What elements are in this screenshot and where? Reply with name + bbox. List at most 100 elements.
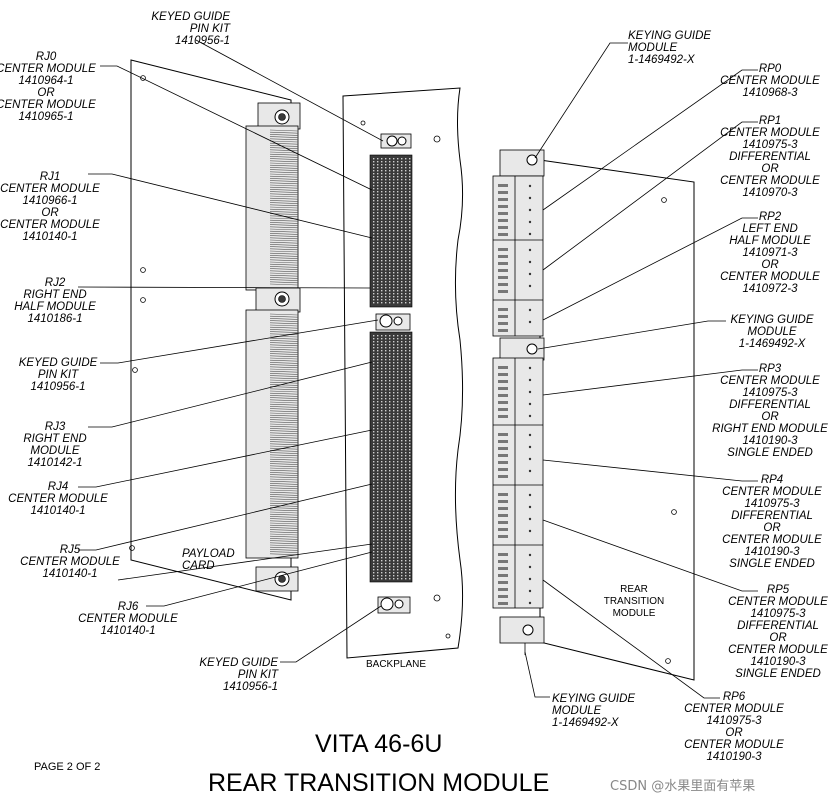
label-rp2-line: LEFT END bbox=[742, 223, 798, 235]
label-rp6-line: 1410190-3 bbox=[707, 751, 763, 763]
label-rp5-line: CENTER MODULE bbox=[728, 596, 828, 608]
rtm-lower-connector bbox=[492, 357, 544, 609]
label-rtm-line: MODULE bbox=[613, 608, 656, 619]
label-keying-top-line: KEYING GUIDE bbox=[628, 30, 711, 42]
label-rj1-line: CENTER MODULE bbox=[0, 219, 100, 231]
label-rp5-line: DIFFERENTIAL bbox=[737, 620, 819, 632]
label-rj1-line: OR bbox=[41, 207, 58, 219]
label-rj4-line: 1410140-1 bbox=[31, 505, 86, 517]
label-rp3-line: DIFFERENTIAL bbox=[729, 399, 811, 411]
label-rp1-line: DIFFERENTIAL bbox=[729, 151, 811, 163]
label-rj0-line: 1410965-1 bbox=[19, 111, 74, 123]
label-rp1-line: RP1 bbox=[759, 115, 781, 127]
label-keyed-top-line: PIN KIT bbox=[190, 23, 231, 35]
label-rp6-line: CENTER MODULE bbox=[684, 739, 784, 751]
label-rj1-line: 1410140-1 bbox=[23, 231, 78, 243]
label-rp1-line: 1410970-3 bbox=[743, 187, 799, 199]
label-rp4-line: SINGLE ENDED bbox=[729, 558, 815, 570]
label-keying-top-line: MODULE bbox=[628, 42, 678, 54]
label-keying-bottom-line: KEYING GUIDE bbox=[552, 693, 635, 705]
label-keying-bottom-line: MODULE bbox=[552, 705, 602, 717]
rear-transition-module bbox=[492, 149, 695, 681]
label-rp5-line: 1410190-3 bbox=[751, 656, 807, 668]
leader-lines bbox=[77, 39, 758, 699]
label-keying-mid-line: MODULE bbox=[747, 326, 797, 338]
label-keyed-mid-line: 1410956-1 bbox=[31, 381, 86, 393]
label-rj1-line: RJ1 bbox=[40, 171, 60, 183]
label-rp4-line: CENTER MODULE bbox=[722, 534, 822, 546]
label-rp5-line: RP5 bbox=[767, 584, 790, 596]
label-rp1-line: CENTER MODULE bbox=[720, 175, 820, 187]
label-rj0-line: RJ0 bbox=[36, 51, 57, 63]
label-rp4-line: OR bbox=[763, 522, 780, 534]
title-line-1: VITA 46-6U bbox=[315, 730, 442, 758]
label-rp2-line: RP2 bbox=[759, 211, 782, 223]
backplane-top-keyed-pin bbox=[380, 133, 412, 149]
backplane-bottom-keyed-pin bbox=[377, 596, 411, 614]
label-keyed-top-line: KEYED GUIDE bbox=[151, 11, 230, 23]
label-payload-line: PAYLOAD bbox=[182, 548, 235, 560]
label-rp0-line: RP0 bbox=[759, 63, 782, 75]
label-rp4-line: DIFFERENTIAL bbox=[731, 510, 813, 522]
backplane-label: BACKPLANE bbox=[366, 659, 426, 670]
payload-card bbox=[129, 59, 301, 601]
label-rj0-line: CENTER MODULE bbox=[0, 63, 96, 75]
label-rp5-line: OR bbox=[769, 632, 786, 644]
label-rj3-line: MODULE bbox=[30, 445, 80, 457]
label-rp1-line: OR bbox=[761, 163, 778, 175]
label-rp3-line: OR bbox=[761, 411, 778, 423]
label-rp3-line: RIGHT END MODULE bbox=[712, 423, 828, 435]
label-rp3-line: CENTER MODULE bbox=[720, 375, 820, 387]
label-rp6-line: 1410975-3 bbox=[707, 715, 763, 727]
label-rp3-line: RP3 bbox=[759, 363, 782, 375]
label-keyed-bottom-line: PIN KIT bbox=[238, 669, 279, 681]
label-rj0-line: CENTER MODULE bbox=[0, 99, 96, 111]
backplane bbox=[342, 87, 464, 659]
label-rp3-line: 1410190-3 bbox=[743, 435, 799, 447]
label-rj6-line: 1410140-1 bbox=[101, 625, 156, 637]
label-keying-bottom-line: 1-1469492-X bbox=[552, 717, 620, 729]
label-rj5-line: RJ5 bbox=[60, 544, 81, 556]
label-rj3-line: 1410142-1 bbox=[28, 457, 83, 469]
watermark: CSDN @水果里面有苹果 bbox=[610, 779, 755, 794]
label-rp3-line: 1410975-3 bbox=[743, 387, 799, 399]
label-rp4-line: RP4 bbox=[761, 474, 783, 486]
rtm-bottom-keying-guide bbox=[499, 616, 545, 644]
label-keyed-bottom-line: KEYED GUIDE bbox=[199, 657, 278, 669]
title-line-2: REAR TRANSITION MODULE bbox=[208, 769, 549, 797]
label-rj5-line: 1410140-1 bbox=[43, 568, 98, 580]
label-rj6-line: RJ6 bbox=[118, 601, 139, 613]
label-keying-mid-line: KEYING GUIDE bbox=[730, 314, 813, 326]
label-rj5-line: CENTER MODULE bbox=[20, 556, 120, 568]
label-rp2-line: CENTER MODULE bbox=[720, 271, 820, 283]
label-rj1-line: CENTER MODULE bbox=[0, 183, 100, 195]
label-rp5-line: CENTER MODULE bbox=[728, 644, 828, 656]
label-rp4-line: 1410190-3 bbox=[745, 546, 801, 558]
label-keyed-mid-line: PIN KIT bbox=[38, 369, 79, 381]
label-rp6-line: RP6 bbox=[723, 691, 746, 703]
label-rp0-line: 1410968-3 bbox=[743, 87, 799, 99]
label-rp4-line: CENTER MODULE bbox=[722, 486, 822, 498]
label-rp1-line: 1410975-3 bbox=[743, 139, 799, 151]
label-rp0-line: CENTER MODULE bbox=[720, 75, 820, 87]
